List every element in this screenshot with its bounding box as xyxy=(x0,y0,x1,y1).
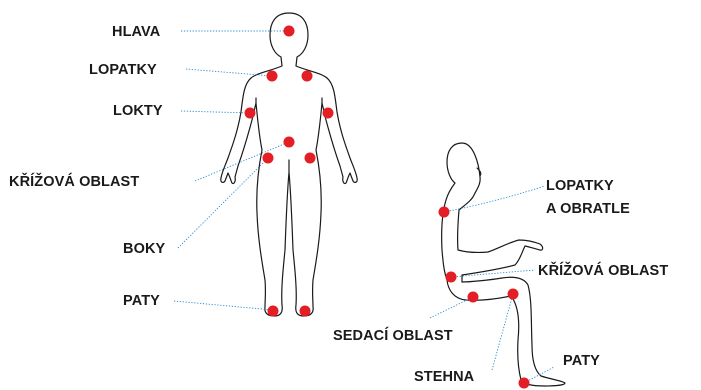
marker-head xyxy=(284,26,295,37)
label-krizova-oblast: KŘÍŽOVÁ OBLAST xyxy=(9,172,139,190)
standing-figure xyxy=(221,13,357,316)
marker-seated-heel xyxy=(519,378,530,389)
marker-elbow-right xyxy=(323,108,334,119)
seated-leader-lines xyxy=(430,186,554,383)
leader-paty xyxy=(174,301,273,310)
seated-markers xyxy=(439,207,530,389)
leader-lokty xyxy=(181,111,250,113)
label-lokty: LOKTY xyxy=(113,103,163,119)
leader-krizova-seated xyxy=(451,270,535,277)
label-hlava: HLAVA xyxy=(112,24,161,40)
label-boky: BOKY xyxy=(123,241,166,257)
label-krizova-oblast-seated: KŘÍŽOVÁ OBLAST xyxy=(538,261,668,279)
marker-heel-right xyxy=(300,306,311,317)
label-sedaci-oblast: SEDACÍ OBLAST xyxy=(333,327,453,344)
leader-sedaci xyxy=(430,297,473,318)
leader-krizova xyxy=(195,142,289,181)
standing-labels: HLAVA LOPATKY LOKTY KŘÍŽOVÁ OBLAST BOKY … xyxy=(9,24,166,309)
marker-seated-thigh xyxy=(508,289,519,300)
marker-hip-right xyxy=(305,153,316,164)
leader-lopatky-obratle xyxy=(444,186,545,212)
marker-seated-shoulder-blade xyxy=(439,207,450,218)
marker-elbow-left xyxy=(245,108,256,119)
leader-lopatky xyxy=(186,69,272,76)
marker-shoulder-blade-left xyxy=(267,71,278,82)
marker-seated-sacrum xyxy=(446,272,457,283)
seated-labels: LOPATKY A OBRATLE KŘÍŽOVÁ OBLAST SEDACÍ … xyxy=(333,178,668,385)
marker-shoulder-blade-right xyxy=(302,71,313,82)
label-lopatky-line1: LOPATKY xyxy=(546,178,614,194)
marker-sacrum xyxy=(284,137,295,148)
label-stehna: STEHNA xyxy=(414,369,475,385)
label-paty-seated: PATY xyxy=(563,353,600,369)
label-lopatky-line2: A OBRATLE xyxy=(546,201,630,217)
leader-stehna xyxy=(492,294,513,370)
label-lopatky: LOPATKY xyxy=(89,62,157,78)
marker-seated-buttock xyxy=(468,292,479,303)
marker-hip-left xyxy=(263,153,274,164)
label-paty: PATY xyxy=(123,293,160,309)
marker-heel-left xyxy=(268,306,279,317)
